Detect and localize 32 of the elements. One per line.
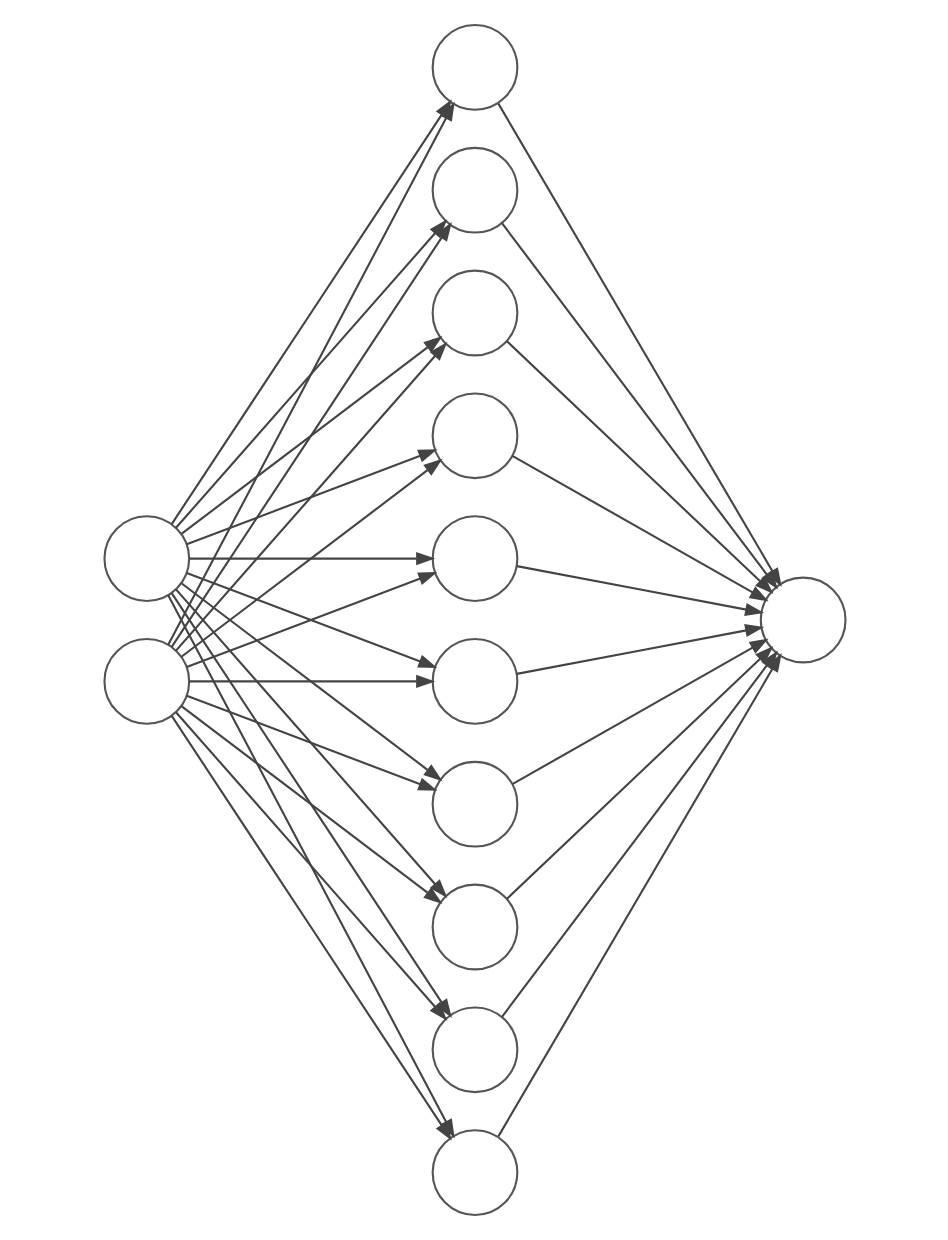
arrow [515,623,764,675]
arrow [174,711,447,1021]
node-circle [430,638,518,725]
arrow [185,694,437,791]
arrow [185,449,437,546]
node-circle [758,576,846,664]
node-circle [430,23,518,111]
arrow [500,222,778,590]
node-circle [430,1129,518,1217]
node-circle [102,638,190,725]
arrow [180,336,442,535]
node-circle [430,392,518,480]
arrow [188,551,435,566]
arrow [188,674,435,689]
arrow [510,638,768,786]
arrow [169,222,451,648]
node-circle [430,1006,518,1094]
arrow [505,340,773,594]
arrow [515,565,764,617]
arrow [180,705,442,904]
node-circle [430,515,518,602]
node-circle [102,515,190,602]
arrow [180,458,442,658]
node-circle [430,146,518,234]
arrow [174,342,447,652]
node-circle [430,883,518,971]
node-circle [430,760,518,848]
arrow [174,588,447,898]
arrow [505,646,773,900]
arrow [180,582,442,782]
node-circle [430,269,518,357]
arrow [510,454,768,602]
